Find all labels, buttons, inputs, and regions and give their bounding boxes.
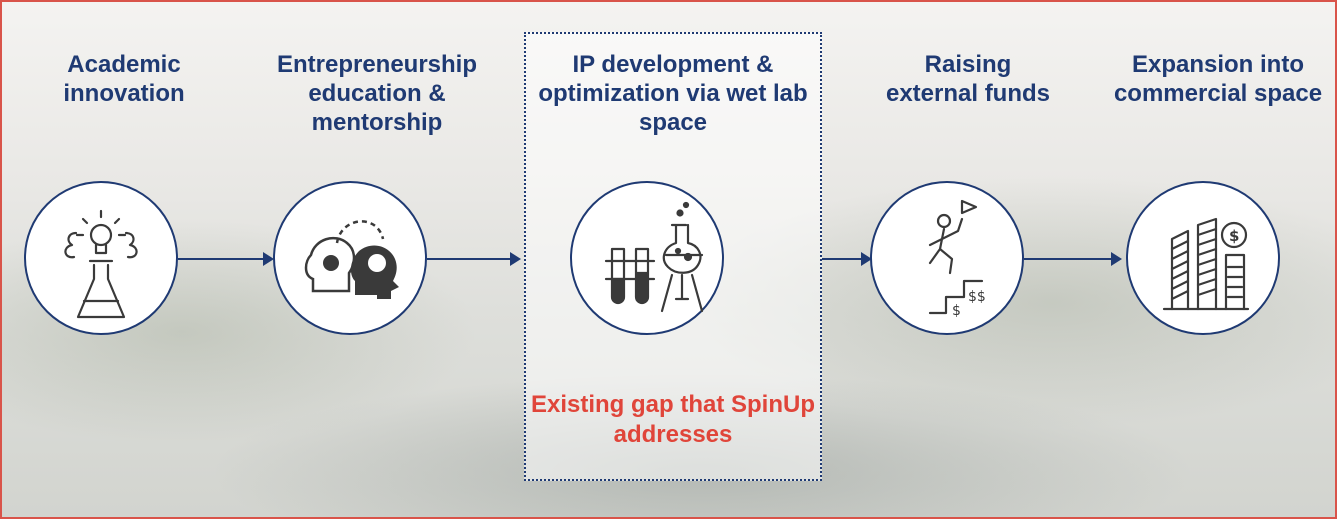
step-label-raising-funds: Raising external funds — [885, 51, 1051, 107]
arrow-1 — [178, 252, 274, 266]
step-circle-academic-innovation — [24, 181, 178, 335]
arrow-3 — [822, 252, 872, 266]
step-label-academic-innovation: Academic innovation — [63, 51, 185, 107]
step-circle-raising-funds: $$ $ — [870, 181, 1024, 335]
svg-text:$: $ — [1229, 227, 1239, 245]
svg-text:$: $ — [952, 303, 961, 319]
step-label-ip-development: IP development & optimization via wet la… — [538, 51, 808, 136]
commercial-buildings-icon: $ — [1162, 217, 1250, 311]
lab-glassware-icon — [604, 201, 704, 313]
mentor-heads-icon — [304, 220, 399, 299]
arrow-4 — [1024, 252, 1122, 266]
arrow-2 — [427, 252, 521, 266]
step-circle-expansion: $ — [1126, 181, 1280, 335]
climbing-funds-icon: $$ $ — [928, 199, 986, 319]
step-circle-ip-development — [570, 181, 724, 335]
step-circle-entrepreneurship — [273, 181, 427, 335]
gap-note: Existing gap that SpinUp addresses — [530, 391, 815, 448]
step-label-expansion: Expansion into commercial space — [1113, 51, 1323, 107]
step-label-entrepreneurship: Entrepreneurship education & mentorship — [276, 51, 478, 136]
lightbulb-flask-icon — [64, 209, 138, 319]
svg-text:$$: $$ — [968, 289, 986, 305]
